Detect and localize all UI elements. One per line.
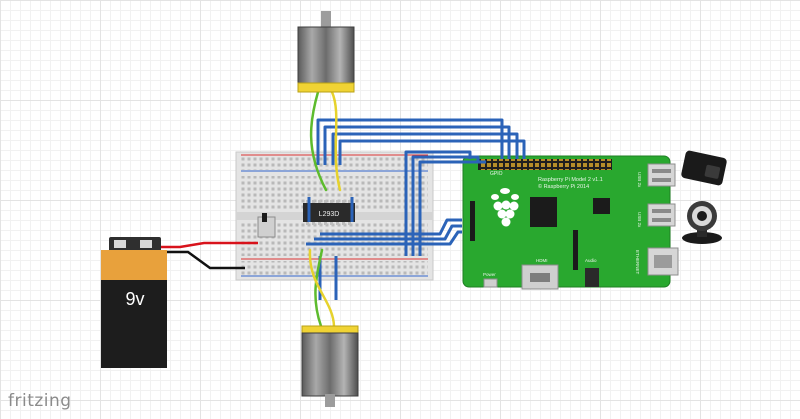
battery-black-wire [162,250,245,270]
top-motor-yellow-wire [330,90,342,192]
usb-port-1 [647,163,676,187]
camera-connector [573,230,578,270]
blue-wire-6 [411,155,480,256]
blue-wire-2 [323,125,511,165]
audio-label: Audio [585,258,597,263]
blue-wire-9 [314,224,462,241]
raspberry-logo-icon [491,188,519,227]
slide-switch [257,213,276,238]
hdmi-label: HDMI [536,258,548,263]
ethernet-label: ETHERNET [635,250,640,275]
pi-model-text: Raspberry Pi Model 2 v1.1 [538,177,603,183]
raspberry-pi-board: GPIO Raspberry Pi Model 2 v1.1 © Raspber… [462,155,679,290]
audio-jack [585,268,599,287]
power-port [483,278,498,288]
blue-wire-7 [418,160,486,256]
dc-motor-bottom [301,325,359,407]
bottom-motor-yellow-wire [308,248,336,328]
battery-9v: 9v [101,237,167,368]
pi-copyright-text: © Raspberry Pi 2014 [538,183,589,190]
power-label: Power [483,272,496,277]
blue-wires [306,118,526,300]
cpu-chip [530,197,557,227]
top-motor-green-wire [309,90,328,192]
blue-wire-8 [306,230,462,246]
dc-motor-top [297,11,355,93]
motor-driver-chip: L293D [303,200,355,225]
battery-label: 9v [125,289,144,309]
motor-wires [308,90,342,328]
blue-wire-10 [320,218,462,236]
wifi-dongle [681,150,727,186]
usb-label-2: USB 2x [637,212,642,228]
blue-wire-3 [331,132,519,165]
gpio-label: GPIO [490,171,503,177]
chip-label: L293D [319,211,340,218]
usb-port-2 [647,203,676,227]
usb-label-1: USB 2x [637,172,642,188]
blue-wire-4 [338,139,526,165]
usb-controller-chip [593,198,610,214]
display-connector [470,201,475,241]
webcam [682,201,722,244]
fritzing-logo: fritzing [8,391,72,411]
